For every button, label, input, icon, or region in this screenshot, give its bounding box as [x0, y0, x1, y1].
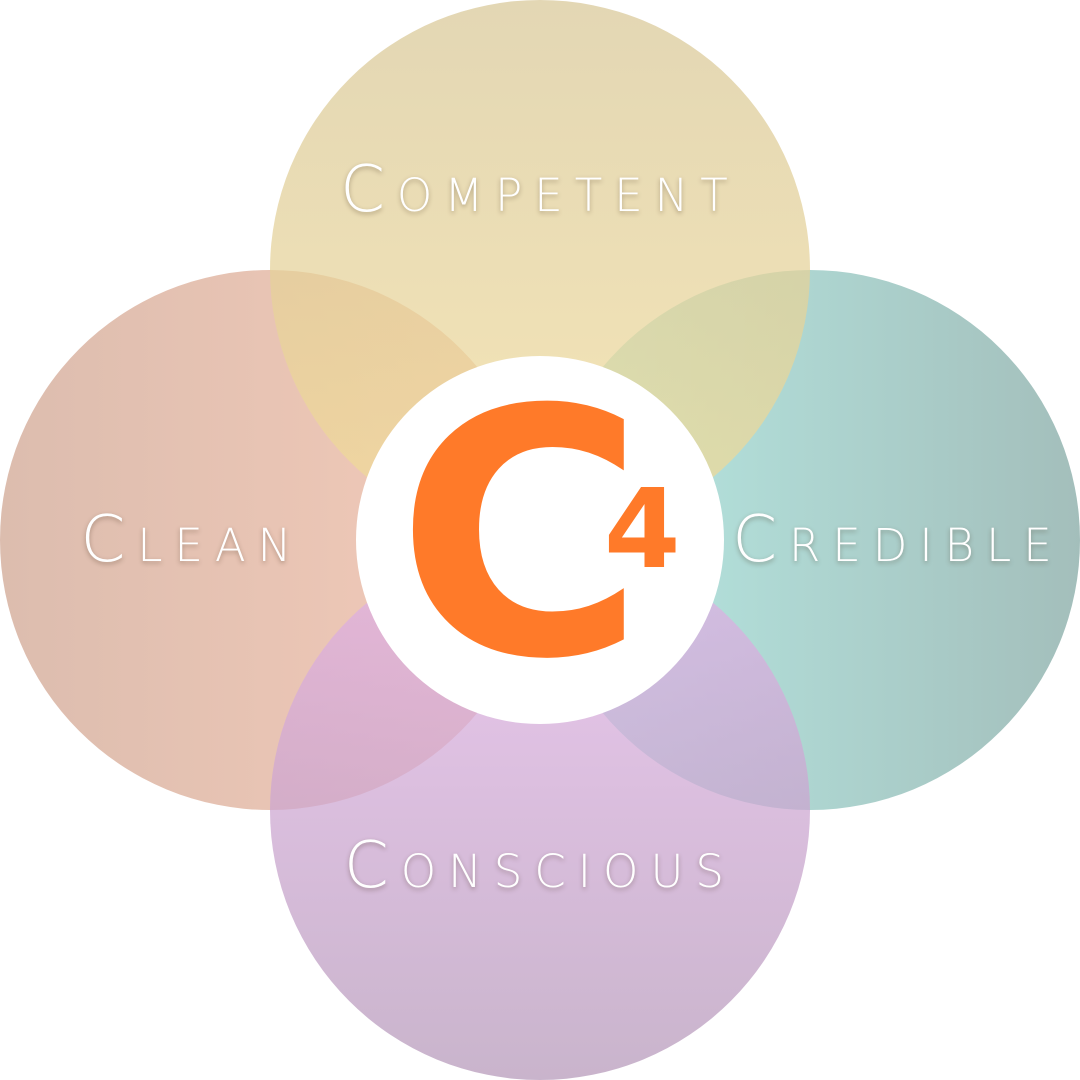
label-competent: Competent [340, 153, 740, 227]
logo-letter-c: C [396, 338, 646, 734]
c4-logo: C 4 [396, 366, 686, 706]
petal-competent [270, 0, 810, 540]
label-clean: Clean [80, 503, 304, 577]
petal-conscious [270, 540, 810, 1080]
label-conscious: Conscious [344, 829, 736, 903]
center-disc [356, 356, 724, 724]
logo-superscript-4: 4 [604, 465, 681, 593]
label-credible: Credible [732, 503, 1064, 577]
